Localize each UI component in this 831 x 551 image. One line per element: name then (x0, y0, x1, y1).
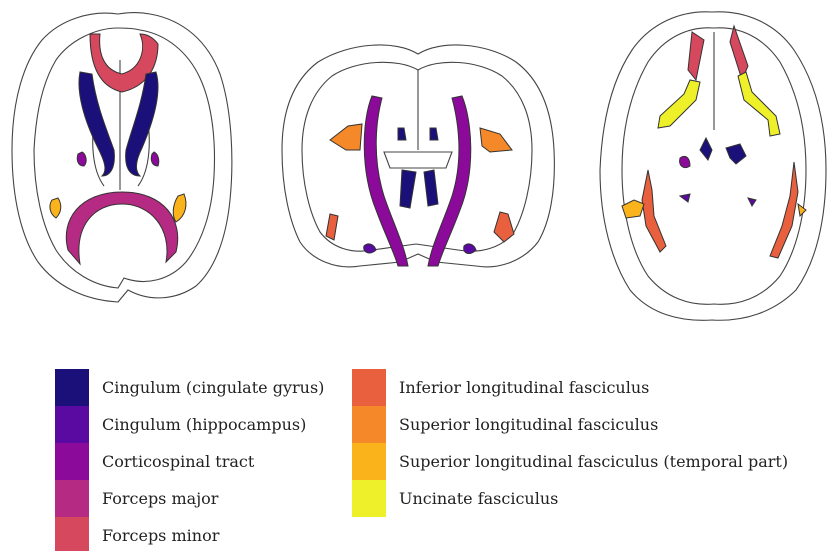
legend-swatch (55, 443, 89, 480)
legend-label: Corticospinal tract (102, 452, 254, 471)
legend-right: Inferior longitudinal fasciculus Superio… (352, 369, 788, 517)
legend-label: Superior longitudinal fasciculus (399, 415, 658, 434)
legend-swatch (352, 443, 386, 480)
ilf-axial-lower-right (770, 162, 798, 258)
legend-item: Corticospinal tract (55, 443, 324, 480)
uncinate-axial-right (738, 72, 780, 136)
corticospinal-axial-lower (680, 156, 690, 167)
ilf-axial-lower-left (642, 170, 666, 252)
legend-left: Cingulum (cingulate gyrus) Cingulum (hip… (55, 369, 324, 551)
legend-swatch (55, 406, 89, 443)
slf-temporal-axial-left (50, 198, 61, 218)
slf-temporal-axial-lower-right (798, 204, 806, 216)
legend-item: Cingulum (hippocampus) (55, 406, 324, 443)
corticospinal-axial-right (151, 152, 159, 166)
cingulum-hippocampus-coronal-left (364, 244, 376, 253)
axial-slice-upper (12, 13, 232, 303)
ilf-coronal-left (326, 214, 338, 240)
inner-outline-axial-upper (34, 28, 214, 288)
legend-item: Forceps major (55, 480, 324, 517)
ventricles-coronal (384, 152, 452, 168)
legend-label: Forceps minor (102, 526, 219, 545)
legend-item: Superior longitudinal fasciculus (352, 406, 788, 443)
forceps-major-axial (66, 192, 177, 264)
legend-item: Inferior longitudinal fasciculus (352, 369, 788, 406)
slf-temporal-axial-right (173, 194, 186, 222)
cingulum-cingulate-coronal (400, 170, 438, 208)
legend-label: Forceps major (102, 489, 218, 508)
legend-label: Cingulum (cingulate gyrus) (102, 378, 324, 397)
legend-label: Cingulum (hippocampus) (102, 415, 306, 434)
legend-item: Superior longitudinal fasciculus (tempor… (352, 443, 788, 480)
corticospinal-axial-left (77, 152, 86, 166)
legend-item: Forceps minor (55, 517, 324, 551)
axial-slice-lower (600, 12, 826, 320)
slf-coronal-right (480, 128, 512, 152)
legend-swatch (352, 369, 386, 406)
legend-label: Superior longitudinal fasciculus (tempor… (399, 452, 788, 471)
brain-outline-axial-upper (12, 13, 232, 303)
slf-temporal-axial-lower-left (622, 200, 644, 218)
cingulum-hippocampus-axial-lower (680, 194, 756, 206)
cingulum-hippocampus-coronal-right (464, 244, 476, 254)
brain-outline-axial-lower (600, 12, 826, 320)
forceps-minor-axial-lower-left (688, 32, 704, 80)
legend-item: Uncinate fasciculus (352, 480, 788, 517)
legend-swatch (55, 517, 89, 551)
legend-swatch (352, 406, 386, 443)
brain-slices (0, 0, 831, 340)
legend-label: Inferior longitudinal fasciculus (399, 378, 649, 397)
legend-label: Uncinate fasciculus (399, 489, 558, 508)
slf-coronal-left (330, 124, 362, 150)
legend-item: Cingulum (cingulate gyrus) (55, 369, 324, 406)
uncinate-axial-left (658, 80, 700, 128)
cingulum-cingulate-axial-lower (700, 138, 746, 164)
legend-swatch (55, 369, 89, 406)
legend-swatch (55, 480, 89, 517)
legend-swatch (352, 480, 386, 517)
ilf-coronal-right (494, 212, 514, 242)
